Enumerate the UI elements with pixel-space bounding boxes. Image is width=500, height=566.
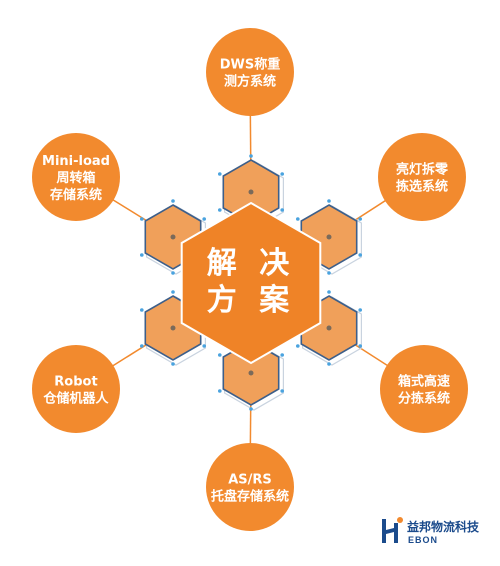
hexagon-vertex-dot: [171, 199, 175, 203]
small-hexagon: [218, 335, 285, 411]
center-hexagon: 解 决 方 案: [180, 201, 322, 365]
hexagon-vertex-dot: [358, 308, 363, 312]
hexagon-cluster: [140, 154, 363, 411]
hexagon-vertex-dot: [140, 253, 144, 257]
hexagon-vertex-dot: [327, 271, 331, 275]
hexagon-vertex-dot: [358, 344, 363, 348]
hexagon-vertex-dot: [202, 217, 206, 221]
hexagon-vertex-dot: [327, 290, 331, 294]
hexagon-center-dot: [248, 189, 254, 195]
solution-label-line: 存储系统: [50, 187, 102, 203]
hexagon-vertex-dot: [218, 389, 222, 393]
hexagon-vertex-dot: [218, 172, 222, 176]
solution-label-line: 亮灯拆零: [396, 162, 449, 178]
hexagon-vertex-dot: [280, 389, 285, 393]
solution-label-line: 拣选系统: [396, 179, 448, 195]
small-hexagon: [218, 154, 285, 230]
hexagon-vertex-dot: [140, 308, 144, 312]
ebon-logo-icon: [382, 517, 403, 543]
solution-label-line: DWS称重: [220, 57, 281, 73]
solution-circle: [206, 28, 294, 116]
solution-circle: [32, 345, 120, 433]
hexagon-vertex-dot: [358, 253, 363, 257]
hexagon-vertex-dot: [280, 208, 285, 212]
solution-label-line: Mini-load: [42, 154, 110, 169]
center-title-line2: 方 案: [207, 283, 295, 318]
hexagon-vertex-dot: [218, 208, 222, 212]
hexagon-vertex-dot: [280, 172, 285, 176]
center-title-line1: 解 决: [207, 246, 295, 281]
company-name-en: EBON: [408, 535, 439, 545]
hexagon-vertex-dot: [249, 407, 253, 411]
solution-circle: [32, 133, 120, 221]
solution-circle: [378, 133, 466, 221]
hexagon-vertex-dot: [296, 217, 300, 221]
hexagon-center-dot: [248, 370, 254, 376]
solution-label-line: 托盘存储系统: [211, 489, 289, 505]
hexagon-vertex-dot: [249, 154, 253, 158]
company-logo: 益邦物流科技 EBON: [380, 515, 498, 551]
solution-label-line: 箱式高速: [398, 374, 450, 390]
solution-label-line: 仓储机器人: [42, 391, 109, 407]
hexagon-center-dot: [170, 234, 176, 240]
hexagon-vertex-dot: [171, 290, 175, 294]
hexagon-vertex-dot: [171, 271, 175, 275]
hexagon-vertex-dot: [140, 217, 144, 221]
solution-label-line: 周转箱: [56, 170, 95, 186]
center-hexagon-shape: [180, 201, 322, 365]
hexagon-vertex-dot: [296, 344, 300, 348]
hexagon-vertex-dot: [202, 344, 206, 348]
hexagon-vertex-dot: [280, 353, 285, 357]
hexagon-vertex-dot: [218, 353, 222, 357]
hexagon-vertex-dot: [171, 362, 175, 366]
solution-nodes: DWS称重测方系统亮灯拆零拣选系统箱式高速分拣系统AS/RS托盘存储系统Robo…: [32, 28, 468, 531]
solution-label-line: AS/RS: [228, 473, 272, 488]
solution-circle: [380, 345, 468, 433]
solution-label-line: 分拣系统: [398, 391, 450, 407]
solution-label-line: Robot: [54, 375, 97, 390]
company-name-cn: 益邦物流科技: [407, 520, 480, 534]
hexagon-vertex-dot: [140, 344, 144, 348]
hexagon-vertex-dot: [358, 217, 363, 221]
hexagon-vertex-dot: [327, 199, 331, 203]
hexagon-vertex-dot: [327, 362, 331, 366]
hexagon-center-dot: [326, 234, 332, 240]
hexagon-center-dot: [326, 325, 332, 331]
solution-label-line: 测方系统: [224, 74, 276, 90]
solution-circle: [206, 443, 294, 531]
hexagon-center-dot: [170, 325, 176, 331]
